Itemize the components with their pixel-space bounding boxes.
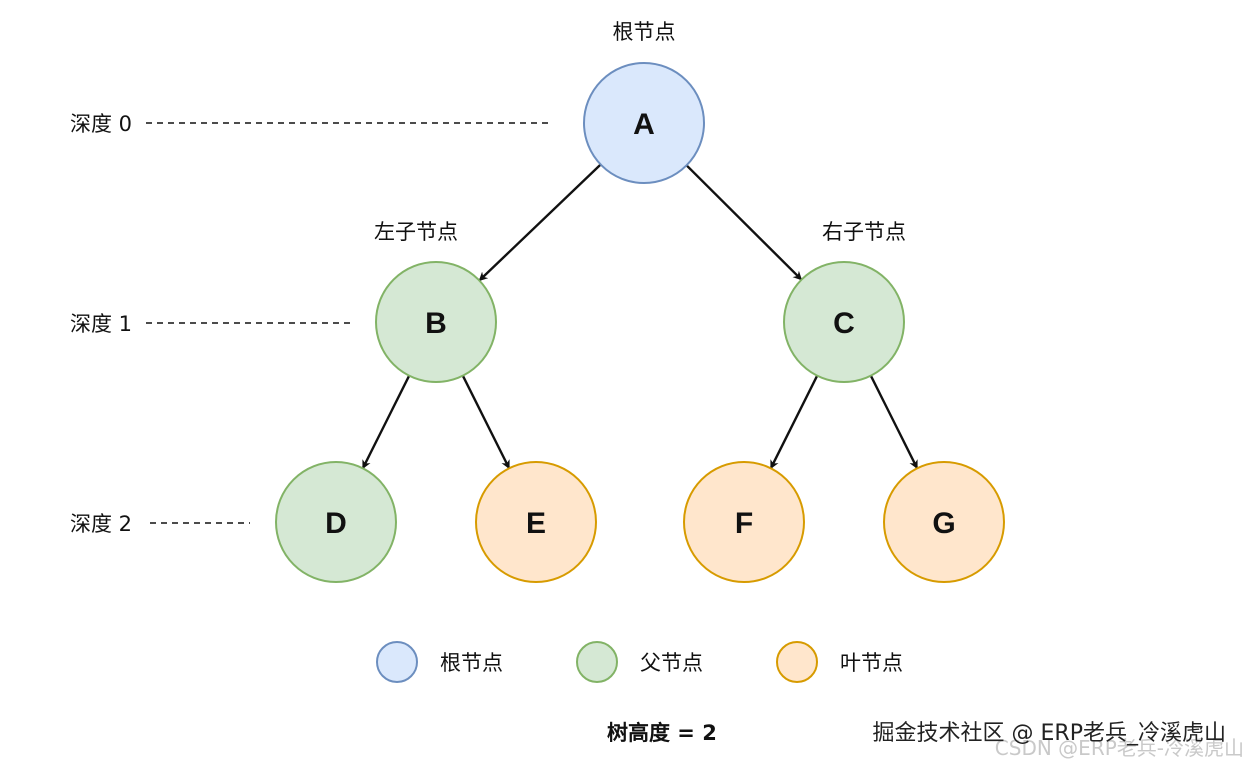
edge-A-B xyxy=(478,163,602,282)
node-a-circle xyxy=(583,62,705,184)
depth-0-label: 深度 0 xyxy=(70,112,132,136)
legend-label-root: 根节点 xyxy=(440,651,503,675)
node-c-circle xyxy=(783,261,905,383)
edges xyxy=(361,163,919,470)
legend-swatch-root xyxy=(376,641,418,683)
tree-height-label: 树高度 = 2 xyxy=(607,721,717,745)
edge-C-G xyxy=(869,375,919,470)
node-f: F xyxy=(683,461,805,583)
watermark-juejin: 掘金技术社区 @ ERP老兵_冷溪虎山 xyxy=(873,721,1226,746)
root-caption: 根节点 xyxy=(613,20,676,44)
node-f-label: F xyxy=(735,507,753,540)
node-d-circle xyxy=(275,461,397,583)
node-b-label: B xyxy=(425,307,447,340)
legend: 根节点 父节点 叶节点 xyxy=(376,641,903,683)
node-a-label: A xyxy=(633,108,655,141)
legend-swatch-leaf xyxy=(776,641,818,683)
node-d-label: D xyxy=(325,507,347,540)
node-f-circle xyxy=(683,461,805,583)
edge-B-D xyxy=(361,375,411,470)
depth-1-label: 深度 1 xyxy=(70,312,132,336)
node-b-circle xyxy=(375,261,497,383)
node-g: G xyxy=(883,461,1005,583)
legend-swatch-parent xyxy=(576,641,618,683)
node-g-label: G xyxy=(932,507,955,540)
node-e-label: E xyxy=(526,507,546,540)
legend-label-parent: 父节点 xyxy=(640,651,703,675)
edge-B-E xyxy=(461,375,511,470)
node-b: B xyxy=(375,261,497,383)
right-child-caption: 右子节点 xyxy=(822,220,906,244)
legend-label-leaf: 叶节点 xyxy=(840,651,903,675)
node-g-circle xyxy=(883,461,1005,583)
edge-A-C xyxy=(685,164,803,281)
left-child-caption: 左子节点 xyxy=(374,220,458,244)
node-c: C xyxy=(783,261,905,383)
node-e-circle xyxy=(475,461,597,583)
node-d: D xyxy=(275,461,397,583)
node-e: E xyxy=(475,461,597,583)
node-c-label: C xyxy=(833,307,855,340)
depth-2-label: 深度 2 xyxy=(70,512,132,536)
edge-C-F xyxy=(769,375,819,470)
watermark-csdn: CSDN @ERP老兵-冷溪虎山 xyxy=(995,736,1244,760)
node-a: A xyxy=(583,62,705,184)
nodes: A B C D E F G xyxy=(275,62,1005,583)
